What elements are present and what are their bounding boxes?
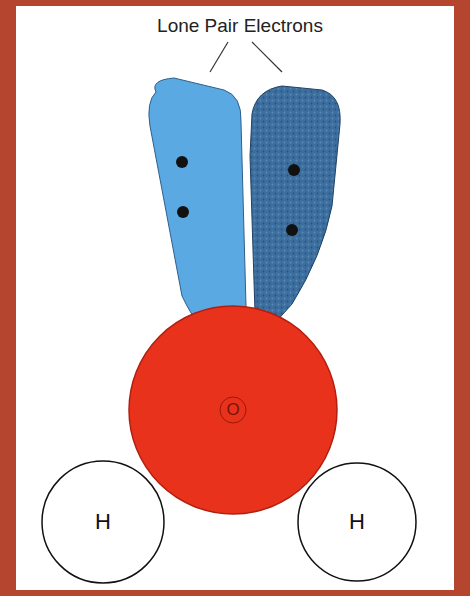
white-panel: O H H Lone Pair Electrons bbox=[16, 6, 454, 590]
atom-circle bbox=[298, 463, 416, 581]
oxygen-atom: O bbox=[128, 305, 338, 515]
electron-dot bbox=[176, 156, 188, 168]
electron-dot bbox=[286, 224, 298, 236]
atom-symbol: O bbox=[226, 400, 239, 420]
heading-label: Lone Pair Electrons bbox=[157, 15, 323, 37]
lone-pair-lobe bbox=[250, 86, 340, 344]
leader-line bbox=[252, 42, 282, 72]
atom-circle bbox=[42, 461, 164, 583]
electron-dot bbox=[288, 164, 300, 176]
atom-symbol: H bbox=[95, 509, 111, 535]
hydrogen-atom: H bbox=[297, 462, 417, 582]
atom-symbol: H bbox=[349, 509, 365, 535]
atom-circle bbox=[129, 306, 337, 514]
hydrogen-atom: H bbox=[41, 460, 165, 584]
electron-dot bbox=[177, 206, 189, 218]
nucleus-ring bbox=[220, 397, 246, 423]
leader-line bbox=[210, 42, 228, 72]
